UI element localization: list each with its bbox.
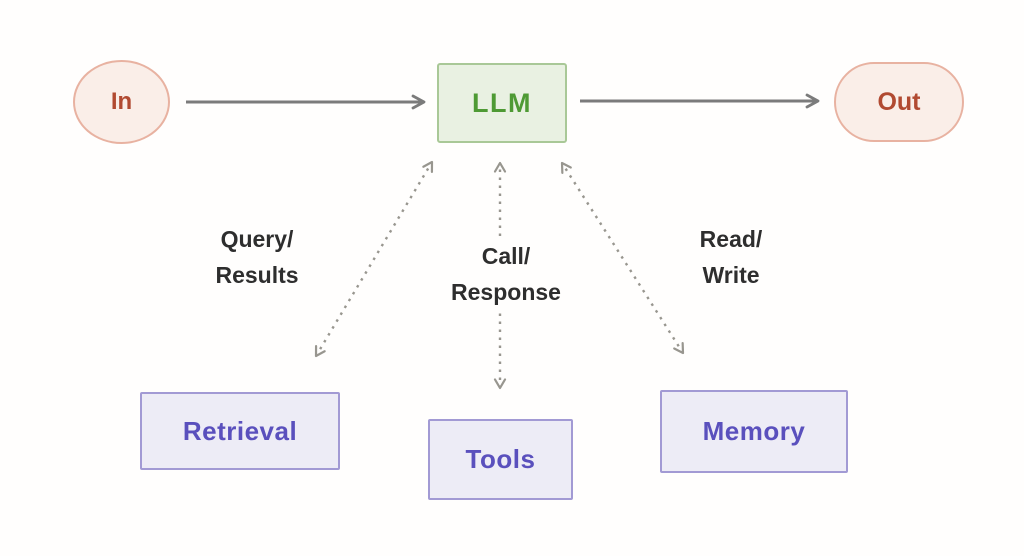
edge-label-call-line1: Call/ [481,243,531,269]
edge-label-query-results: Query/ Results [187,221,327,293]
node-retrieval: Retrieval [140,392,340,470]
edge-label-call-response: Call/ Response [431,238,581,310]
edge-label-query-line2: Results [215,262,299,288]
edge-label-call-line2: Response [451,279,561,305]
node-tools: Tools [428,419,573,500]
node-in: In [73,60,170,144]
node-llm: LLM [437,63,567,143]
node-memory: Memory [660,390,848,473]
edge-label-read-line1: Read/ [699,226,763,252]
edge-label-query-line1: Query/ [220,226,294,252]
arrow-llm-retrieval [314,160,434,358]
edge-label-read-write: Read/ Write [661,221,801,293]
edge-label-read-line2: Write [702,262,760,288]
node-out: Out [834,62,964,142]
